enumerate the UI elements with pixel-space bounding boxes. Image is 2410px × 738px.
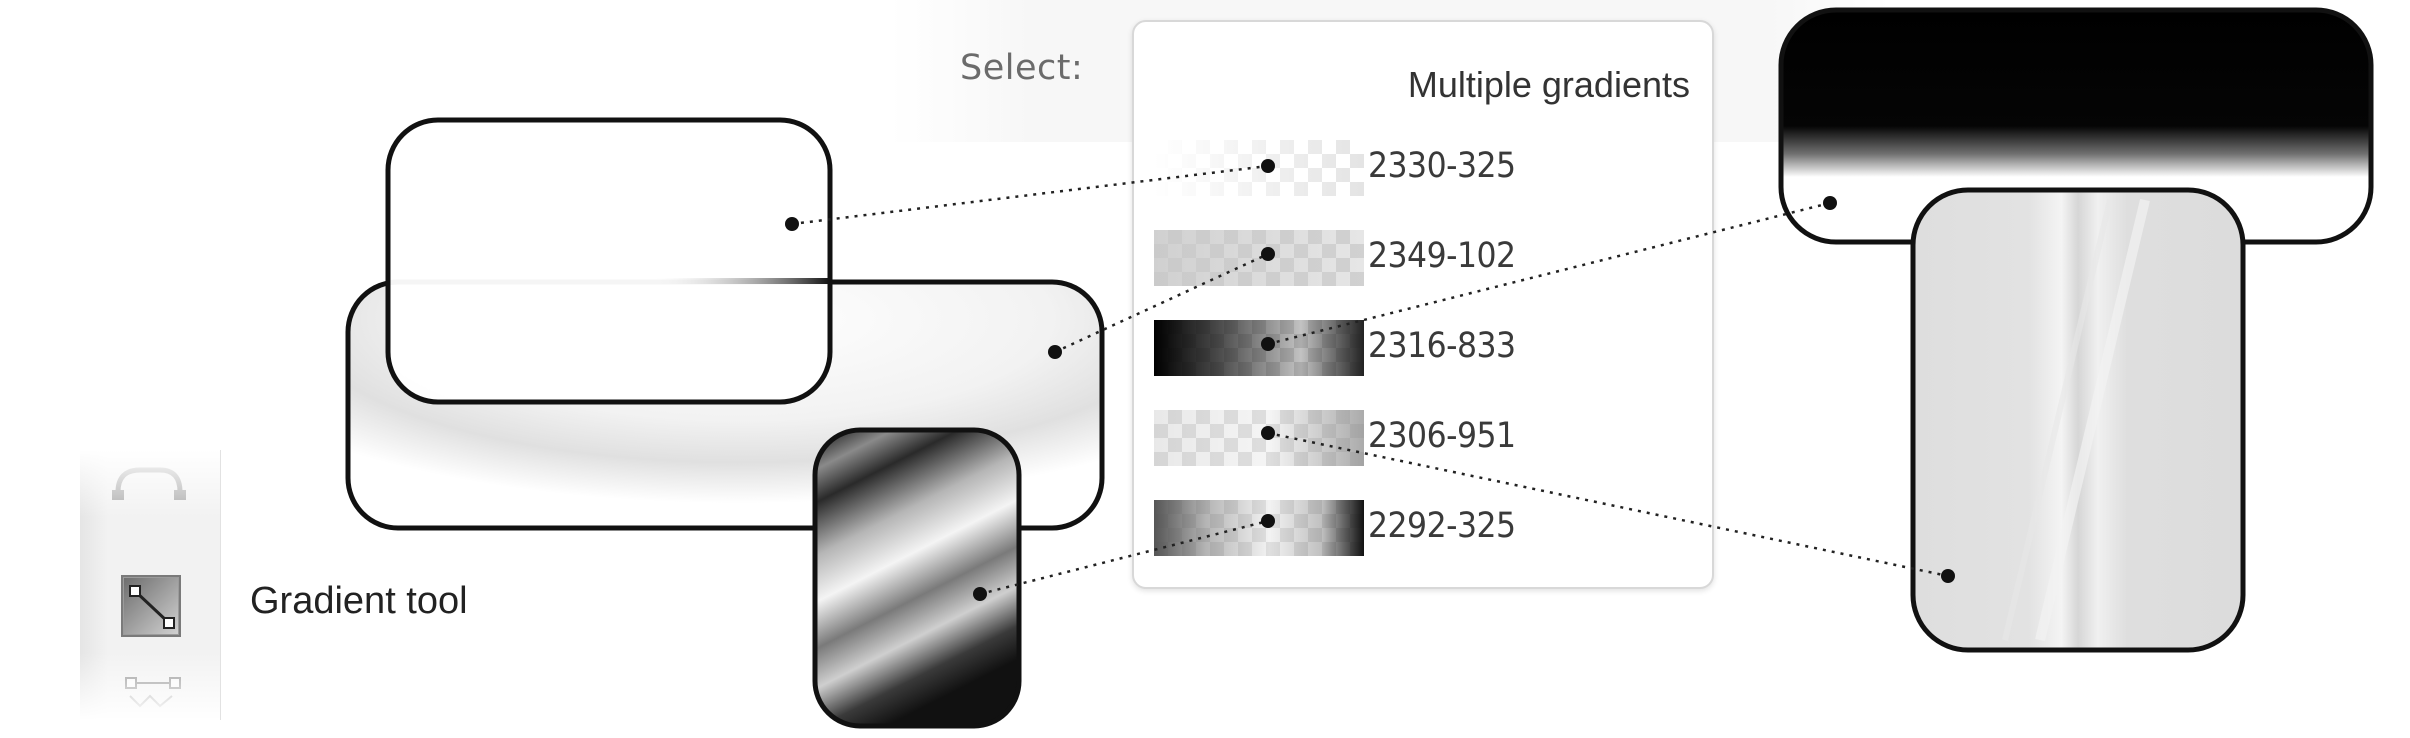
connector bbox=[1267, 201, 1831, 346]
metallic-gradient-shape bbox=[812, 427, 1022, 729]
gradient-code: 2330-325 bbox=[1368, 146, 1516, 186]
anchor-dot bbox=[1261, 514, 1275, 528]
light-stripe-shape bbox=[1910, 187, 2246, 653]
connector bbox=[791, 164, 1269, 226]
gradient-code: 2349-102 bbox=[1368, 236, 1516, 276]
gradient-swatch bbox=[1154, 320, 1364, 376]
anchor-dot bbox=[1261, 159, 1275, 173]
gradient-item-3[interactable]: 2306-951 bbox=[1154, 410, 1694, 466]
anchor-dot bbox=[1823, 196, 1837, 210]
connector bbox=[1054, 252, 1269, 354]
toolbox-fade bbox=[80, 450, 220, 720]
anchor-dot bbox=[1261, 426, 1275, 440]
select-label: Select: bbox=[960, 48, 1084, 88]
gradient-tool-label: Gradient tool bbox=[250, 580, 468, 622]
white-fade-shape bbox=[385, 117, 833, 405]
gradient-item-1[interactable]: 2349-102 bbox=[1154, 230, 1694, 286]
gradient-code: 2292-325 bbox=[1368, 506, 1516, 546]
anchor-dot bbox=[1261, 337, 1275, 351]
anchor-dot bbox=[1048, 345, 1062, 359]
anchor-dot bbox=[785, 217, 799, 231]
dropdown-title: Multiple gradients bbox=[1407, 64, 1690, 105]
gradient-swatch bbox=[1154, 500, 1364, 556]
anchor-dot bbox=[973, 587, 987, 601]
anchor-dot bbox=[1941, 569, 1955, 583]
anchor-dot bbox=[1261, 247, 1275, 261]
gradient-item-2[interactable]: 2316-833 bbox=[1154, 320, 1694, 376]
gradient-item-4[interactable]: 2292-325 bbox=[1154, 500, 1694, 556]
gradient-item-0[interactable]: 2330-325 bbox=[1154, 140, 1694, 196]
gradient-code: 2306-951 bbox=[1368, 416, 1516, 456]
connector bbox=[979, 519, 1269, 596]
dark-fade-line bbox=[650, 278, 830, 284]
gradient-dropdown[interactable]: Multiple gradients 2330-325 2349-102 231… bbox=[1132, 20, 1714, 589]
gradient-code: 2316-833 bbox=[1368, 326, 1516, 366]
gradient-swatch bbox=[1154, 410, 1364, 466]
gradient-swatch bbox=[1154, 230, 1364, 286]
connector bbox=[1267, 431, 1949, 578]
